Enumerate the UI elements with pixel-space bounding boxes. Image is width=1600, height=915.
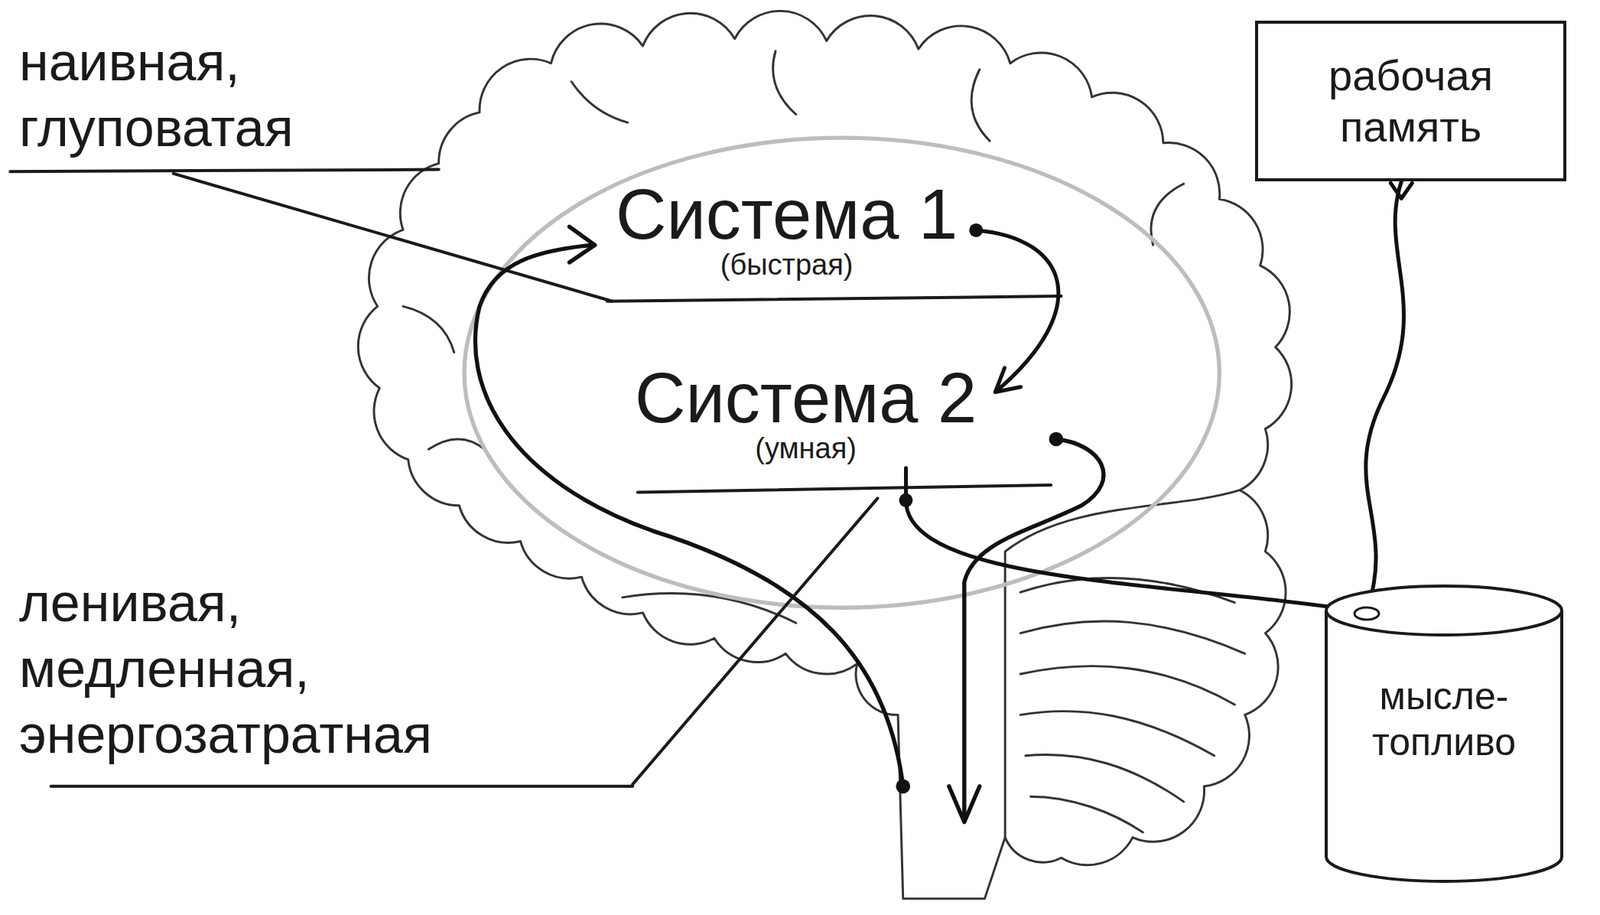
brain-sulcus [971,69,990,141]
connector-line [1365,181,1412,612]
connector [1365,181,1412,612]
node-title: Система 2 [634,362,977,433]
arrow-head [569,226,595,263]
callout-label: ленивая, медленная, энергозатратная [19,569,433,768]
leader-line [173,173,613,302]
node-title: рабочая память [1271,49,1550,153]
flow-arrows [474,226,1104,822]
brain-contour [357,10,1292,898]
barrel-hole [1354,607,1379,620]
feedback-arrow [474,244,903,786]
brain-outline [357,10,1292,898]
barrel-top [1326,585,1562,635]
label-underline [637,484,1051,492]
brain-sulcus [773,51,797,115]
node-subtitle: (быстрая) [615,249,958,282]
system-node: Система 2(умная) [627,359,985,469]
node-title: Система 1 [615,178,958,250]
label-underline [607,295,1062,302]
callout-label: наивная, глуповатая [19,29,294,161]
connector-line [906,468,1368,612]
barrel-body [1326,610,1562,882]
wire-dot [898,493,913,508]
arrow-head [949,786,980,823]
wire-dot [969,223,983,238]
connector [969,223,1059,393]
node-title: мысле- топливо [1336,673,1552,765]
brain-sulcus [571,81,628,123]
leader-lines [9,169,1061,787]
brain-sulcus [622,592,797,623]
label-underline [9,169,439,173]
connector [898,468,1367,612]
brain-sulcus [1151,183,1184,245]
node-subtitle: (умная) [634,432,977,466]
brain-sulcus [403,305,455,352]
brain-sulcus [428,439,485,449]
region-oval [464,137,1220,608]
cerebellum-folds [1020,578,1246,833]
wire-dot [1049,432,1064,447]
label-underline [51,784,633,788]
connector-line [975,230,1059,393]
wire-dot [895,778,911,794]
output-arrow [964,439,1104,817]
memory-box: рабочая память [1255,20,1567,182]
fuel-barrel: мысле- топливо [1321,581,1567,888]
system-node: Система 1(быстрая) [608,175,966,285]
cerebellum-border [1004,490,1240,838]
